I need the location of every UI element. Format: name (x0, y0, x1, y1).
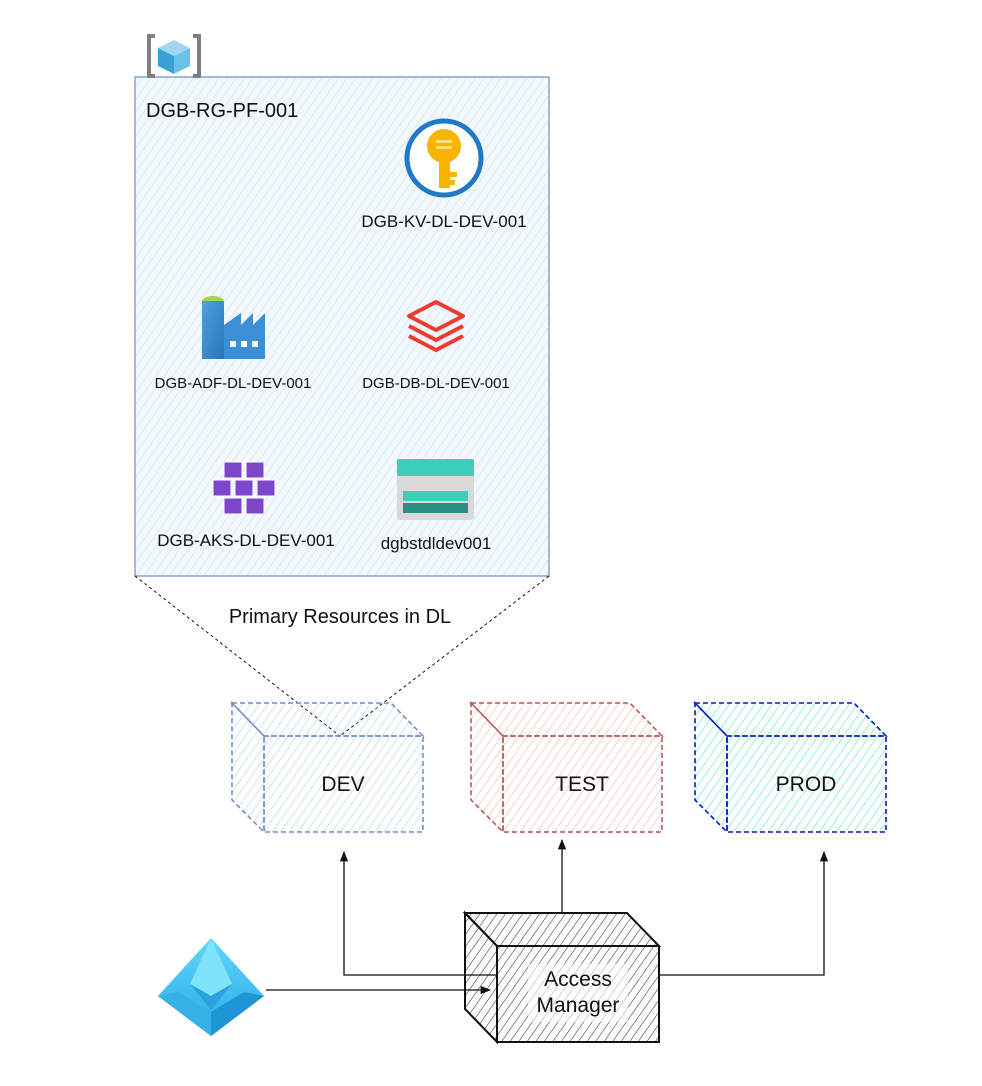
databricks-label: DGB-DB-DL-DEV-001 (362, 375, 510, 392)
aks-label: DGB-AKS-DL-DEV-001 (157, 531, 335, 550)
connector-to-prod (659, 850, 829, 976)
kubernetes-service-icon (212, 461, 276, 515)
aks-resource: DGB-AKS-DL-DEV-001 (157, 461, 335, 550)
databricks-resource: DGB-DB-DL-DEV-001 (362, 300, 510, 392)
env-test-label: TEST (555, 773, 609, 796)
data-factory-icon (202, 296, 265, 359)
connector-to-dev (339, 850, 497, 976)
azure-active-directory-icon[interactable] (158, 938, 264, 1036)
key-vault-icon (404, 118, 484, 198)
resource-group-icon (147, 34, 201, 78)
databricks-icon (407, 300, 465, 352)
storage-label: dgbstdldev001 (381, 534, 492, 553)
env-prod[interactable]: PROD (693, 701, 888, 834)
env-dev[interactable]: DEV (230, 701, 425, 834)
storage-resource: dgbstdldev001 (381, 459, 492, 553)
key-vault-label: DGB-KV-DL-DEV-001 (361, 212, 526, 231)
env-test[interactable]: TEST (469, 701, 664, 834)
connectors (266, 838, 829, 995)
access-manager-line2: Manager (537, 994, 620, 1017)
resource-group-name: DGB-RG-PF-001 (146, 100, 298, 122)
key-vault-resource: DGB-KV-DL-DEV-001 (361, 118, 527, 231)
access-manager[interactable]: Access Manager (462, 910, 662, 1045)
data-factory-label: DGB-ADF-DL-DEV-001 (155, 375, 312, 392)
env-dev-label: DEV (321, 773, 364, 796)
resource-group: DGB-RG-PF-001 (134, 34, 550, 577)
access-manager-line1: Access (544, 968, 612, 991)
zoom-caption: Primary Resources in DL (229, 606, 451, 628)
env-prod-label: PROD (776, 773, 837, 796)
storage-account-icon (397, 459, 474, 520)
data-factory-resource: DGB-ADF-DL-DEV-001 (155, 296, 312, 392)
